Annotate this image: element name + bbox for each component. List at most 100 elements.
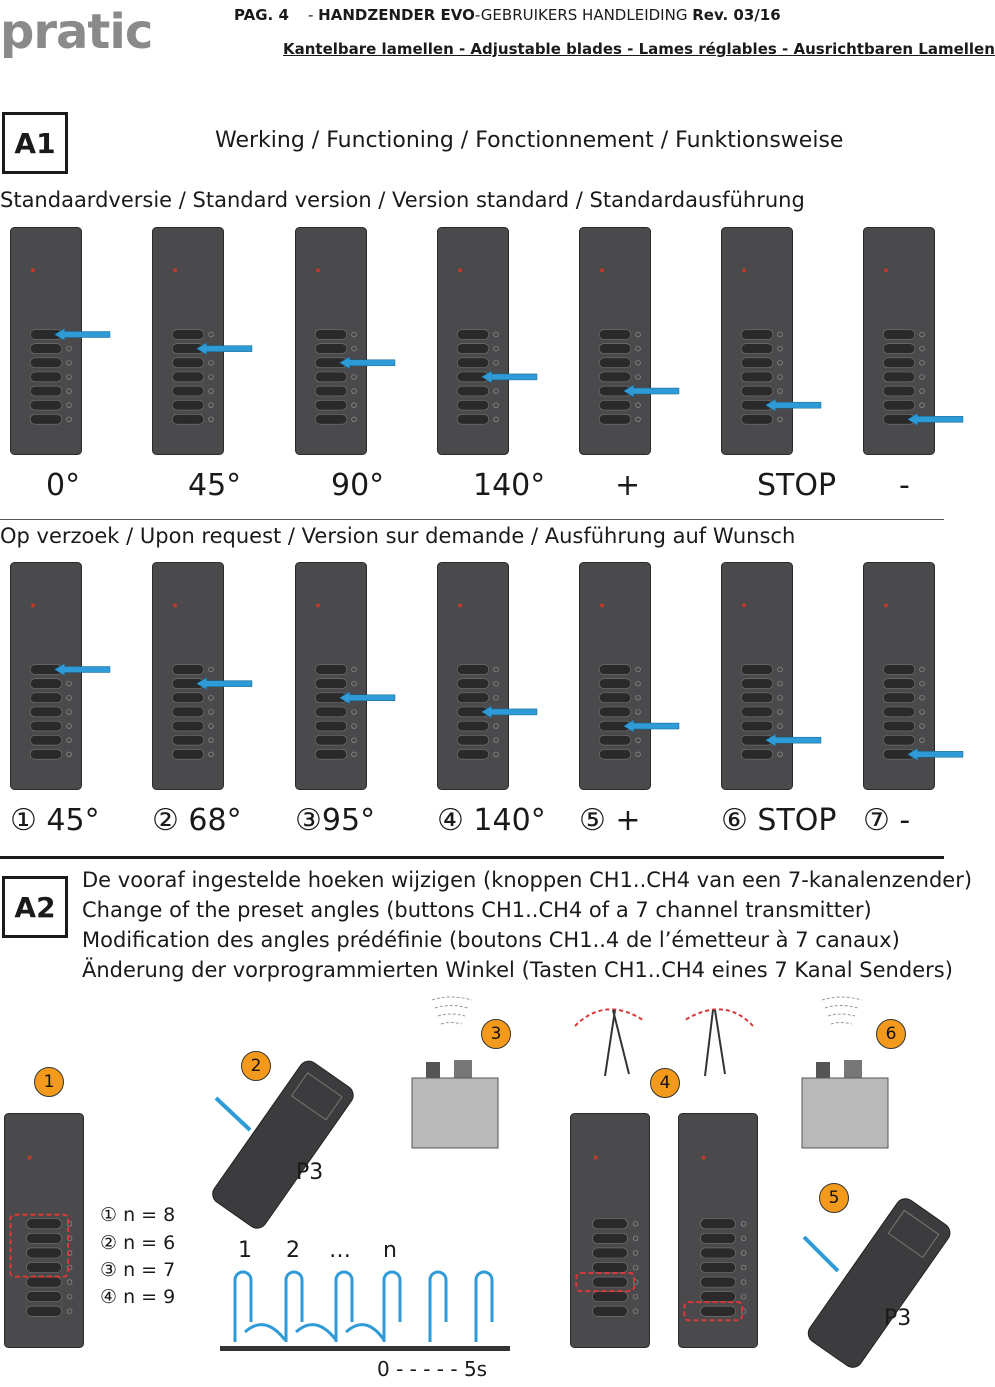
- remote-body: [437, 562, 509, 790]
- pointer-arrow-icon: [623, 719, 680, 733]
- remote-illustration: [721, 562, 822, 790]
- channel-number-icon: [635, 751, 641, 758]
- pratic-logo: pratic: [0, 4, 153, 60]
- channel-number-icon: [635, 737, 641, 743]
- cable-gland: [426, 1062, 440, 1078]
- channel-number-icon: [777, 388, 783, 394]
- channel-button-6: [456, 399, 490, 411]
- channel-number-icon: [208, 388, 214, 394]
- channel-button-4: [29, 371, 63, 383]
- step-5-tilted-remote-illustration: [802, 1198, 951, 1368]
- channel-number-icon: [635, 345, 641, 352]
- remote-illustration: [721, 227, 822, 455]
- channel-number-icon: [351, 680, 357, 687]
- channel-number-icon: [919, 374, 925, 380]
- remote-illustration: [152, 227, 253, 455]
- request-angle-label: ① 45°: [10, 803, 100, 838]
- standard-angle-label: 0°: [46, 468, 81, 503]
- status-led-icon: [316, 603, 321, 608]
- remote-body: [863, 562, 935, 790]
- step-6-receiver-illustration: [801, 996, 889, 1149]
- channel-button-2: [882, 678, 916, 689]
- channel-number-icon: [493, 345, 499, 352]
- request-angle-label: ④ 140°: [437, 803, 546, 838]
- p3-label-right: P3: [884, 1306, 912, 1331]
- channel-number-icon: [635, 695, 641, 701]
- channel-button-7: [314, 414, 348, 425]
- status-led-icon: [173, 603, 178, 608]
- channel-button-4: [314, 706, 348, 718]
- channel-button-5: [882, 720, 916, 732]
- channel-button-1: [882, 664, 916, 675]
- channel-button-6: [314, 734, 348, 746]
- request-angle-label: ⑤ +: [579, 803, 641, 838]
- standard-angle-label: 90°: [331, 468, 385, 503]
- channel-number-icon: [208, 737, 214, 743]
- channel-number-icon: [66, 416, 72, 423]
- channel-number-icon: [66, 737, 72, 743]
- channel-button-6: [171, 399, 205, 411]
- channel-button-6: [598, 734, 632, 746]
- channel-number-icon: [919, 360, 925, 366]
- channel-button-5: [171, 385, 205, 397]
- status-led-icon: [458, 603, 463, 608]
- channel-button-6: [700, 1291, 736, 1303]
- pointer-arrow-icon: [907, 747, 964, 761]
- channel-button-7: [29, 749, 63, 760]
- request-angle-label: ⑥ STOP: [721, 803, 837, 838]
- channel-number-icon: [493, 360, 499, 366]
- channel-number-icon: [777, 680, 783, 687]
- step-4-badge: 4: [650, 1068, 680, 1098]
- request-angle-label: ③95°: [295, 803, 376, 838]
- channel-number-icon: [740, 1250, 747, 1256]
- seq-2: 2: [286, 1238, 300, 1263]
- remote-illustration: [295, 227, 396, 455]
- channel-number-icon: [351, 345, 357, 352]
- channel-button-2: [456, 678, 490, 689]
- channel-button-7: [700, 1305, 736, 1317]
- channel-button-1: [598, 664, 632, 675]
- channel-button-3: [882, 357, 916, 368]
- channel-number-icon: [777, 374, 783, 380]
- channel-button-1: [171, 329, 205, 340]
- step-3-receiver-illustration: [411, 996, 499, 1149]
- channel-button-5: [882, 385, 916, 397]
- channel-button-2: [314, 343, 348, 354]
- channel-number-icon: [777, 360, 783, 366]
- channel-number-icon: [740, 1279, 747, 1285]
- channel-button-5: [29, 385, 63, 397]
- channel-button-1: [740, 329, 774, 340]
- channel-number-icon: [493, 695, 499, 701]
- channel-number-icon: [66, 388, 72, 394]
- standard-angle-label: -: [899, 468, 910, 503]
- channel-button-6: [171, 734, 205, 746]
- status-led-icon: [742, 603, 747, 608]
- channel-number-icon: [66, 1279, 73, 1285]
- channel-button-7: [314, 749, 348, 760]
- channel-number-icon: [493, 416, 499, 423]
- status-led-icon: [600, 603, 605, 608]
- pointer-arrow-icon: [765, 398, 822, 412]
- step-6-badge: 6: [876, 1019, 906, 1049]
- channel-number-icon: [66, 1293, 73, 1300]
- channel-number-icon: [493, 723, 499, 729]
- channel-button-6: [29, 734, 63, 746]
- section-a2-badge: A2: [2, 876, 68, 938]
- channel-button-3: [26, 1247, 62, 1259]
- upon-request-title: Op verzoek / Upon request / Version sur …: [0, 524, 796, 548]
- channel-number-icon: [919, 709, 925, 715]
- timer-label: 0 - - - - - 5s: [377, 1357, 488, 1381]
- remote-illustration: [863, 227, 964, 455]
- pointer-arrow-icon: [196, 342, 253, 356]
- curved-arrow-icon: [294, 1323, 338, 1341]
- remote-body: [212, 1060, 354, 1229]
- request-angle-label: ② 68°: [152, 803, 242, 838]
- channel-number-icon: [351, 388, 357, 394]
- paperclip-icon: [233, 1270, 253, 1342]
- remote-body: [295, 562, 367, 790]
- channel-number-icon: [740, 1221, 747, 1227]
- channel-number-icon: [493, 751, 499, 758]
- channel-button-5: [592, 1276, 628, 1288]
- channel-button-7: [456, 749, 490, 760]
- channel-number-icon: [777, 751, 783, 758]
